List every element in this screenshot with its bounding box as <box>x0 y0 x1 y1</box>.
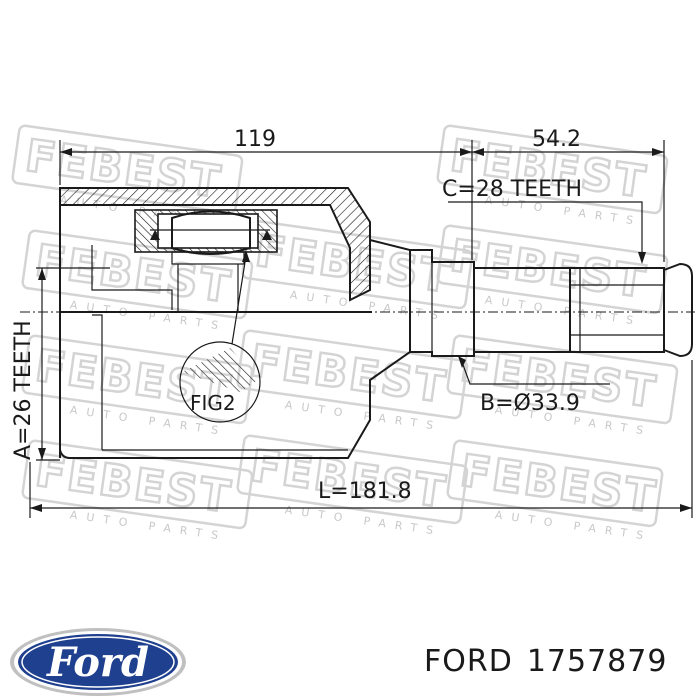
part-caption: FORD 1757879 <box>424 644 667 679</box>
caption-brand: FORD <box>424 644 513 679</box>
dim-shaft-diameter: B=Ø33.9 <box>480 391 580 416</box>
watermark-5: FEBEST AUTO PARTS <box>436 224 669 328</box>
watermark-9: FEBEST AUTO PARTS <box>21 439 254 543</box>
watermark-8: FEBEST AUTO PARTS <box>446 334 679 438</box>
ford-logo-text: Ford <box>46 639 149 686</box>
watermark-brand-11: FEBEST <box>457 445 660 523</box>
dim-inner-teeth: A=26 TEETH <box>11 320 36 460</box>
watermark-11: FEBEST AUTO PARTS <box>446 439 664 543</box>
watermark-brand-5: FEBEST <box>447 230 650 308</box>
dim-outer-teeth: C=28 TEETH <box>442 177 582 202</box>
ford-logo: Ford <box>10 628 186 696</box>
dimension-lines <box>29 140 693 518</box>
dim-overall-length: L=181.8 <box>318 479 412 504</box>
dim-spline-length: 54.2 <box>532 127 581 152</box>
detail-label: FIG2 <box>190 391 236 415</box>
shaft <box>20 249 695 358</box>
ford-logo-oval <box>18 634 178 690</box>
caption-part-number: 1757879 <box>526 644 668 679</box>
dim-total-length: 119 <box>234 127 276 152</box>
watermark-7: FEBEST AUTO PARTS <box>236 329 469 433</box>
joint-housing <box>59 187 411 459</box>
watermark-6: FEBEST AUTO PARTS <box>21 334 254 438</box>
watermark-brand-7: FEBEST <box>247 335 450 413</box>
